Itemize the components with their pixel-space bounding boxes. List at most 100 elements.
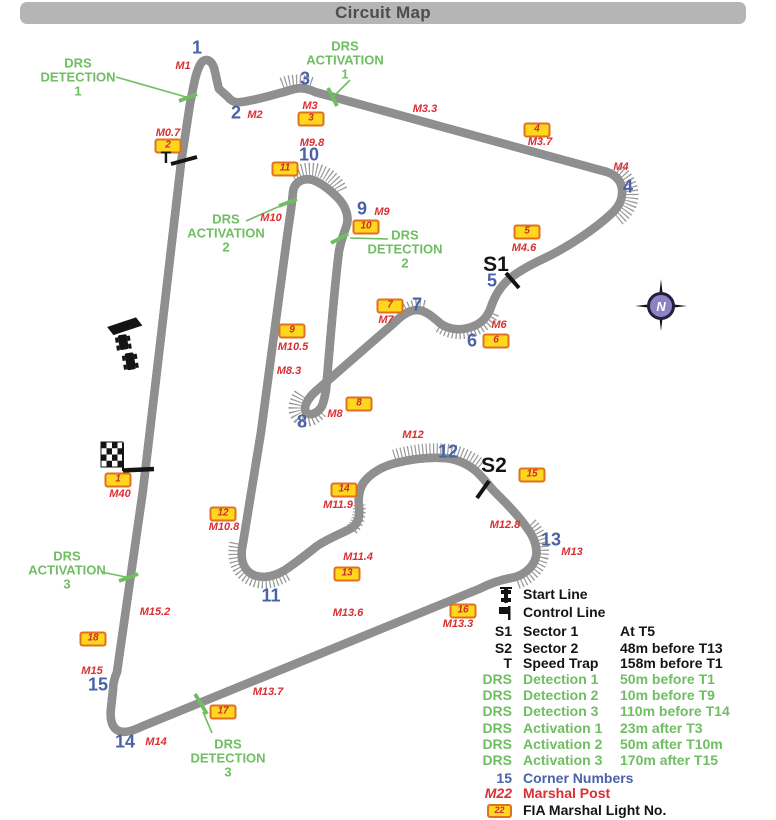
- compass-north-label: N: [656, 299, 666, 314]
- drs-activation-3-label-line2: ACTIVATION: [28, 562, 106, 578]
- legend-symbol: 15: [496, 770, 512, 786]
- title-bar: Circuit Map: [20, 2, 746, 24]
- marshal-post-M8.3: M8.3: [276, 365, 302, 377]
- marshal-light-box-9: 9: [278, 323, 306, 339]
- drs-activation-2-tick: [278, 197, 298, 208]
- marshal-post-M11.9: M11.9: [323, 499, 353, 511]
- marshal-post-M1: M1: [175, 60, 191, 72]
- marshal-post-M12: M12: [402, 429, 424, 441]
- marshal-post-M11.4: M11.4: [343, 551, 373, 563]
- marshal-post-M15.2: M15.2: [139, 606, 171, 618]
- legend-label: Activation 1: [523, 720, 603, 736]
- corner-number-3: 3: [299, 68, 311, 89]
- drs-detection-2-label-line1: DRS: [391, 227, 419, 243]
- marshal-post-M10.5: M10.5: [277, 341, 309, 353]
- legend-label: FIA Marshal Light No.: [523, 802, 667, 818]
- mark-line-s2: [475, 479, 491, 500]
- drs-detection-3-leader-line: [202, 711, 213, 734]
- legend-row-start-line: Start Line: [470, 586, 772, 604]
- drs-detection-1-tick: [178, 92, 198, 103]
- legend-row-marshal-post: M22 Marshal Post: [470, 785, 772, 801]
- legend-symbol: T: [503, 655, 512, 671]
- compass-icon: N: [635, 279, 687, 331]
- legend-row-sector-1: S1 Sector 1 At T5: [470, 623, 772, 639]
- legend-label: Sector 1: [523, 623, 579, 639]
- corner-number-12: 12: [437, 441, 459, 462]
- drs-detection-1-leader-line: [115, 76, 187, 98]
- mark-label-s1: S1: [483, 253, 509, 276]
- control-line-flag-icon: [470, 604, 512, 621]
- drs-activation-3-tick: [118, 572, 139, 583]
- legend-light-box-number: 22: [487, 804, 512, 819]
- legend-label: Activation 2: [523, 736, 603, 752]
- page-title: Circuit Map: [335, 3, 431, 22]
- marshal-light-box-6: 6: [482, 333, 510, 349]
- marshal-post-M15: M15: [81, 665, 103, 677]
- legend-symbol: DRS: [482, 720, 512, 736]
- legend-label: Detection 1: [523, 671, 599, 687]
- marshal-post-M3: M3: [302, 100, 318, 112]
- drs-detection-1-label-line3: 1: [74, 83, 82, 99]
- legend-label: Start Line: [523, 586, 588, 602]
- legend-symbol: S1: [494, 623, 512, 639]
- legend-label: Speed Trap: [523, 655, 599, 671]
- legend-symbol: DRS: [482, 671, 512, 687]
- drs-activation-1-tick: [326, 87, 339, 107]
- legend-label: Detection 3: [523, 703, 599, 719]
- legend-label: Detection 2: [523, 687, 599, 703]
- marshal-light-box-10: 10: [352, 219, 380, 235]
- corner-number-7: 7: [411, 294, 423, 315]
- legend-symbol: DRS: [482, 736, 512, 752]
- legend-value: 50m after T10m: [620, 736, 723, 752]
- corner-number-1: 1: [191, 37, 203, 58]
- legend-value: 10m before T9: [620, 687, 715, 703]
- corner-number-9: 9: [356, 198, 368, 219]
- corner-number-5: 5: [486, 270, 498, 291]
- legend-light-box-symbol: 22: [470, 802, 512, 819]
- legend-symbol: DRS: [482, 752, 512, 768]
- legend-value: 50m before T1: [620, 671, 715, 687]
- marshal-light-box-3: 3: [297, 111, 325, 127]
- marshal-post-M40: M40: [109, 488, 131, 500]
- marshal-light-box-1: 1: [104, 472, 132, 488]
- marshal-post-M4: M4: [613, 161, 629, 173]
- legend-symbol: M22: [484, 785, 512, 801]
- drs-activation-3-leader-line: [100, 571, 127, 578]
- drs-detection-1-label-line1: DRS: [64, 55, 92, 71]
- marshal-post-M10.8: M10.8: [208, 521, 240, 533]
- corner-number-15: 15: [87, 674, 109, 695]
- legend-value: 170m after T15: [620, 752, 719, 768]
- drs-detection-3-label-line2: DETECTION: [190, 750, 266, 766]
- marshal-post-M13: M13: [561, 546, 583, 558]
- legend-value: At T5: [620, 623, 655, 639]
- marshal-post-M7: M7: [378, 314, 394, 326]
- marshal-post-M9: M9: [374, 206, 390, 218]
- mark-line-s1: [504, 271, 521, 290]
- marshal-light-box-12: 12: [209, 506, 237, 522]
- corner-number-2: 2: [230, 102, 242, 123]
- marshal-light-box-4: 4: [523, 122, 551, 138]
- legend-symbol: DRS: [482, 703, 512, 719]
- marshal-post-M4.6: M4.6: [511, 242, 537, 254]
- legend-row-activation-2: DRS Activation 2 50m after T10m: [470, 736, 772, 752]
- marshal-post-M13.7: M13.7: [252, 686, 284, 698]
- control-line-flag-icon: [100, 441, 155, 473]
- corner-number-13: 13: [540, 529, 562, 550]
- drs-detection-2-label-line2: DETECTION: [367, 241, 443, 257]
- drs-activation-3-label-line1: DRS: [53, 548, 81, 564]
- legend-value: 110m before T14: [620, 703, 730, 719]
- legend-label: Marshal Post: [523, 785, 611, 801]
- legend-row-detection-3: DRS Detection 3 110m before T14: [470, 703, 772, 719]
- start-line-cars-icon: [107, 317, 143, 371]
- drs-detection-1-label-line2: DETECTION: [40, 69, 116, 85]
- corner-number-11: 11: [261, 585, 281, 606]
- marshal-post-M2: M2: [247, 109, 263, 121]
- marshal-light-box-11: 11: [271, 161, 299, 177]
- legend-label: Control Line: [523, 604, 606, 620]
- drs-detection-3-label-line3: 3: [224, 764, 232, 780]
- legend-label: Sector 2: [523, 640, 579, 656]
